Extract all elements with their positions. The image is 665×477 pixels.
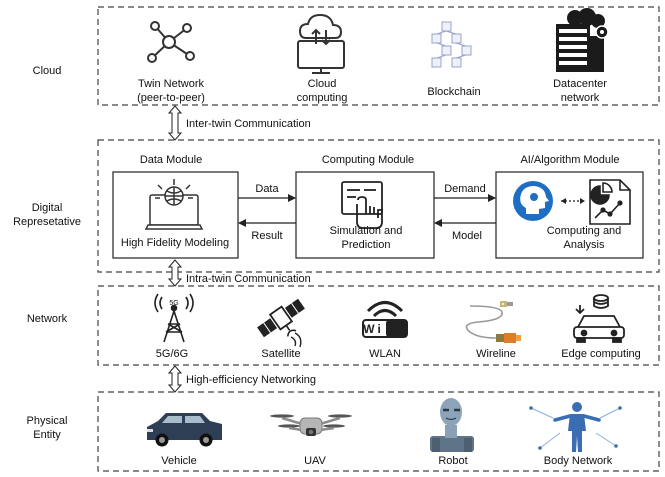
cloud-computing-icon	[297, 13, 345, 74]
twin-network-icon	[147, 21, 195, 63]
twin-network-label-1: Twin Network	[138, 78, 205, 90]
satellite-icon	[257, 298, 305, 338]
cloud-computing-label-2: computing	[297, 92, 348, 104]
network-layer-box	[97, 285, 660, 366]
datacenter-label-1: Datacenter	[553, 78, 607, 90]
computing-analysis-label-1: Computing and	[547, 225, 622, 237]
wlan-label: WLAN	[369, 348, 401, 360]
physical-layer-box	[97, 391, 660, 472]
computing-analysis-label-2: Analysis	[564, 239, 605, 251]
datacenter-icon	[556, 8, 609, 72]
result-flow-label: Result	[251, 230, 282, 242]
high-fidelity-modeling-icon	[144, 179, 204, 230]
body-network-icon	[529, 402, 622, 452]
twin-network-label-2: (peer-to-peer)	[137, 92, 205, 104]
ai-dotted-arrowheads	[561, 198, 585, 204]
high-efficiency-label: High-efficiency Networking	[186, 374, 316, 386]
ai-module-title: AI/Algorithm Module	[520, 154, 619, 166]
wireline-label: Wireline	[476, 348, 516, 360]
intra-twin-label: Intra-twin Communication	[186, 273, 311, 285]
ai-head-icon	[513, 181, 553, 221]
computing-module-box	[295, 171, 435, 259]
digital-layer-box	[97, 139, 660, 273]
cell-tower-icon	[154, 293, 194, 343]
data-module-box	[112, 171, 239, 259]
intra-twin-arrow	[167, 259, 183, 287]
vehicle-label: Vehicle	[161, 455, 196, 467]
high-efficiency-arrow	[167, 365, 183, 393]
satellite-signal-icon	[290, 332, 302, 348]
layer-label-cloud: Cloud	[33, 65, 62, 77]
edge-computing-icon	[573, 294, 625, 343]
body-network-label: Body Network	[544, 455, 613, 467]
wifi-icon	[362, 301, 408, 338]
computing-module-title: Computing Module	[322, 154, 414, 166]
cell-tower-tag: 5G	[169, 300, 178, 307]
demand-flow-label: Demand	[444, 183, 486, 195]
model-flow-label: Model	[452, 230, 482, 242]
blockchain-icon	[431, 21, 472, 68]
data-module-title: Data Module	[140, 154, 202, 166]
5g6g-label: 5G/6G	[156, 348, 188, 360]
datacenter-label-2: network	[561, 92, 600, 104]
vehicle-icon	[147, 413, 222, 447]
layer-label-physical-1: Physical	[27, 415, 68, 427]
wifi-icon-text: Wi Fi	[363, 322, 407, 336]
satellite-label: Satellite	[261, 348, 300, 360]
inter-twin-arrow	[167, 105, 183, 141]
layer-label-network: Network	[27, 313, 68, 325]
robot-label: Robot	[438, 455, 467, 467]
simulation-label-1: Simulation and	[330, 225, 403, 237]
cloud-layer-box	[97, 6, 660, 106]
edge-computing-label: Edge computing	[561, 348, 641, 360]
uav-icon	[270, 414, 352, 436]
cloud-computing-label-1: Cloud	[308, 78, 337, 90]
uav-label: UAV	[304, 455, 326, 467]
simulation-icon	[341, 181, 383, 229]
simulation-label-2: Prediction	[342, 239, 391, 251]
blockchain-label: Blockchain	[427, 86, 480, 98]
layer-label-physical-2: Entity	[33, 429, 61, 441]
layer-label-digital-2: Represetative	[13, 216, 81, 228]
high-fidelity-modeling-label: High Fidelity Modeling	[121, 237, 229, 249]
robot-icon	[430, 398, 474, 452]
layer-label-digital-1: Digital	[32, 202, 63, 214]
analysis-document-icon	[589, 179, 631, 225]
data-flow-label: Data	[255, 183, 279, 195]
inter-twin-label: Inter-twin Communication	[186, 118, 311, 130]
wireline-icon	[465, 301, 521, 343]
